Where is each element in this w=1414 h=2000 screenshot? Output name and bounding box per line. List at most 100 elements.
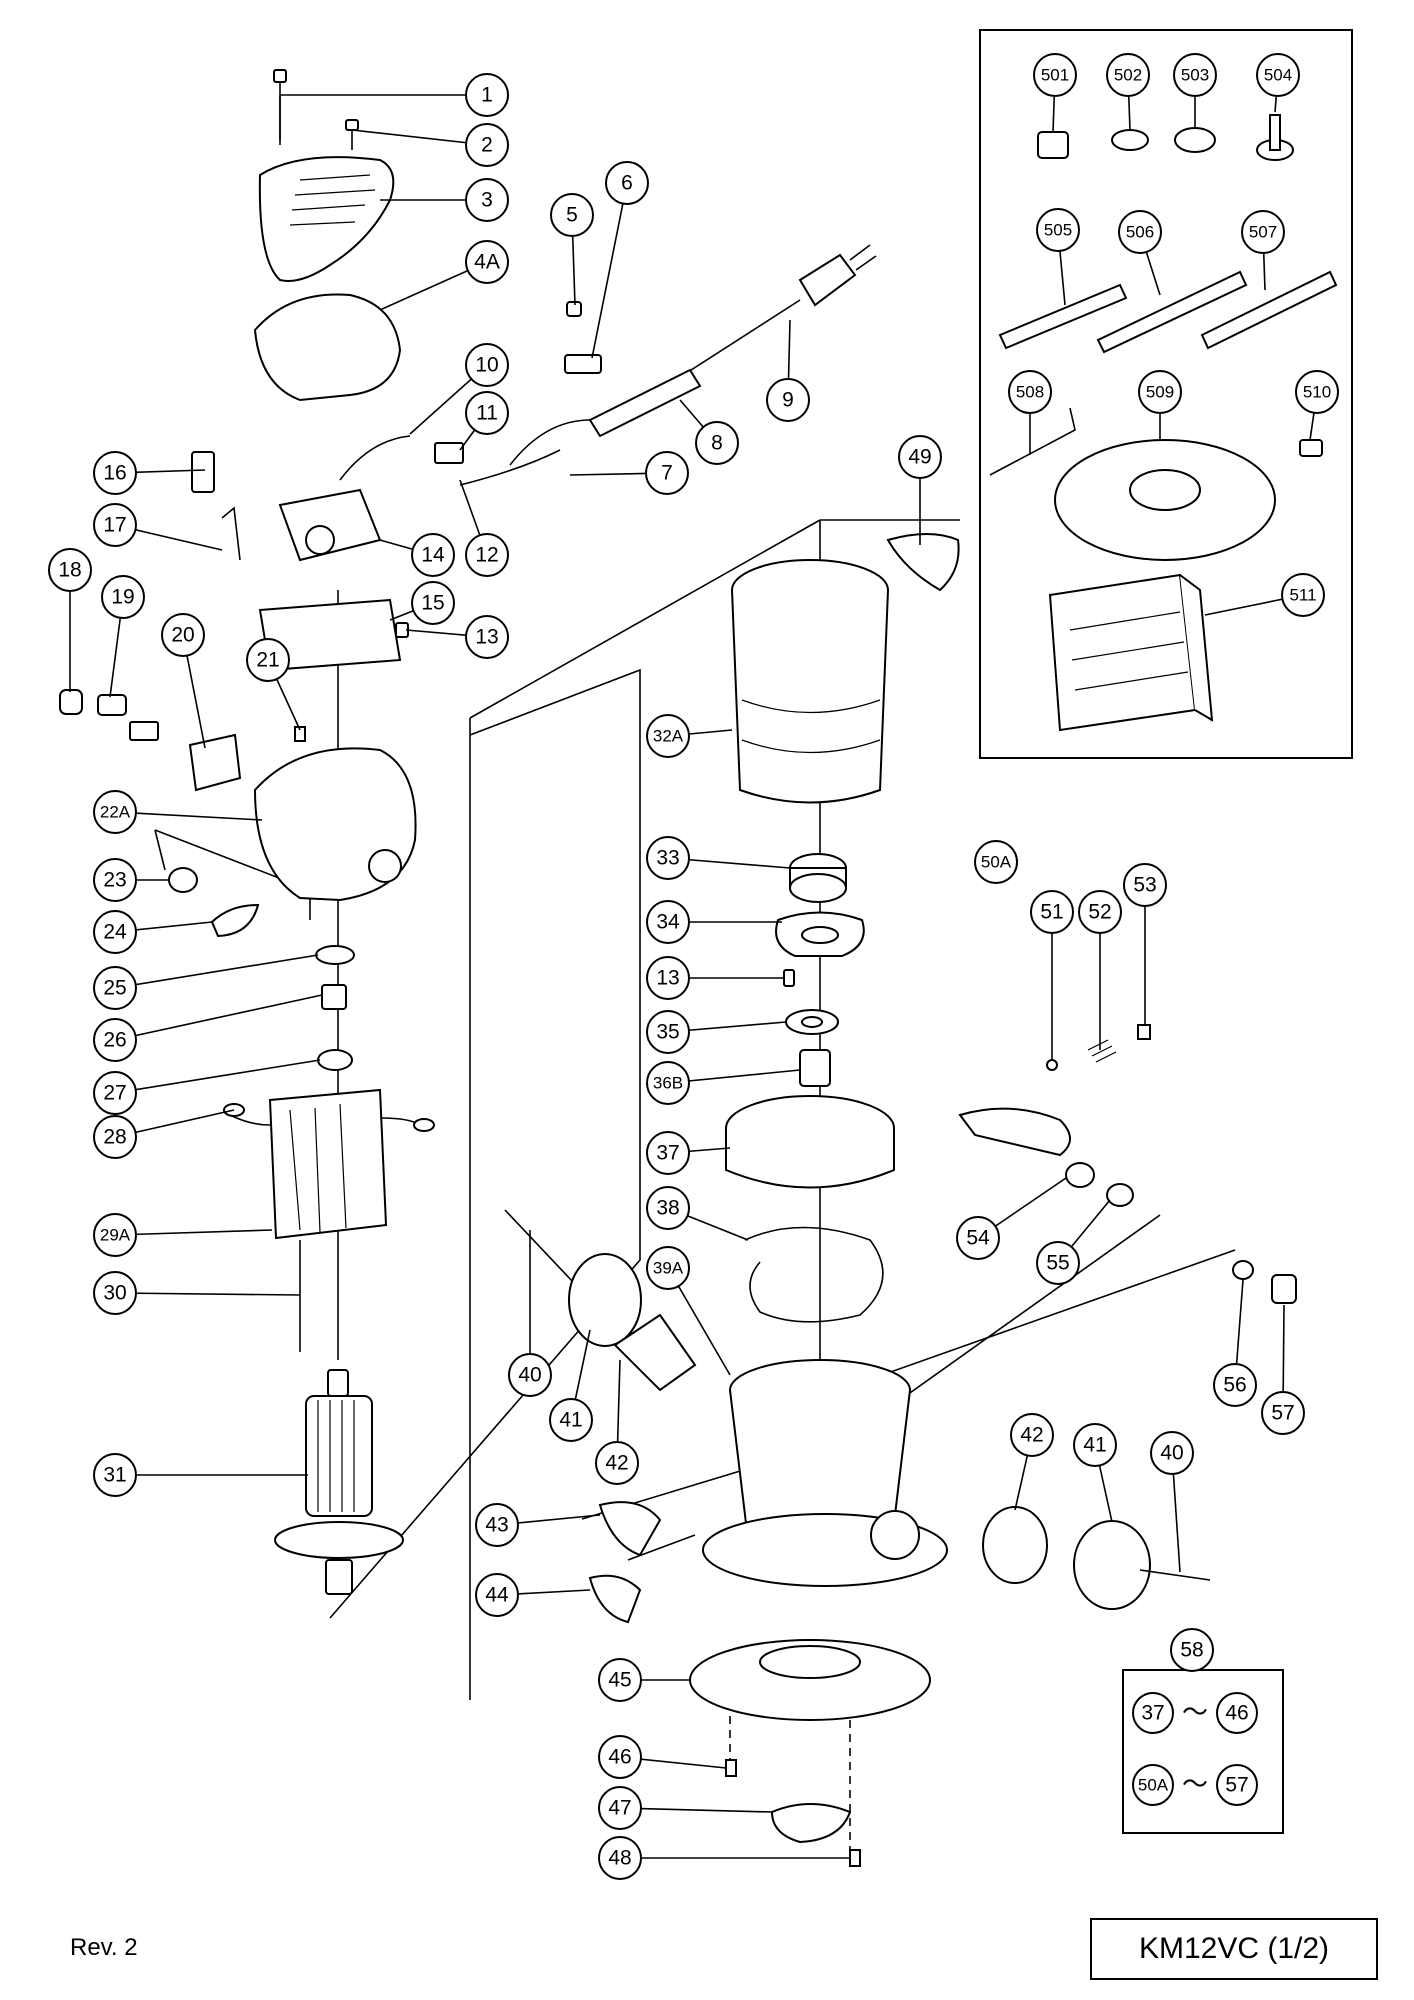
callout-55: 55 (1036, 1241, 1080, 1285)
callout-39a: 39A (646, 1246, 690, 1290)
svg-text:46: 46 (1225, 1702, 1248, 1725)
callout-32a: 32A (646, 714, 690, 758)
kit-row-1-to: 46 (1216, 1692, 1258, 1734)
nut-501 (1037, 131, 1069, 159)
callout-20: 20 (161, 613, 205, 657)
grip-43 (598, 1501, 662, 1557)
callout-47: 47 (598, 1786, 642, 1830)
callout-10: 10 (465, 343, 509, 387)
svg-text:41: 41 (1083, 1434, 1106, 1457)
brush-holder-19 (97, 694, 127, 716)
wrench-506 (1096, 270, 1248, 354)
knob-cover-42b (982, 1506, 1048, 1584)
callout-5: 5 (550, 193, 594, 237)
lever-50A (958, 1107, 1071, 1157)
wrench-507 (1200, 270, 1338, 350)
svg-text:9: 9 (782, 389, 794, 412)
svg-text:47: 47 (608, 1797, 631, 1820)
svg-text:502: 502 (1114, 66, 1142, 85)
svg-text:53: 53 (1133, 874, 1156, 897)
callout-14: 14 (411, 533, 455, 577)
ring-25 (315, 945, 355, 965)
callout-13: 13 (465, 615, 509, 659)
svg-text:50A: 50A (1138, 1776, 1169, 1795)
callout-7: 7 (645, 451, 689, 495)
callout-29a: 29A (93, 1213, 137, 1257)
svg-text:42: 42 (1020, 1424, 1043, 1447)
callout-509: 509 (1138, 370, 1182, 414)
svg-text:12: 12 (475, 544, 498, 567)
svg-text:38: 38 (656, 1197, 679, 1220)
bushing-26 (321, 984, 347, 1010)
ring-503 (1174, 127, 1216, 153)
screw-46 (725, 1759, 737, 1777)
callout-18: 18 (48, 548, 92, 592)
svg-text:18: 18 (58, 559, 81, 582)
knob-57 (1271, 1274, 1297, 1304)
svg-text:16: 16 (103, 462, 126, 485)
svg-text:510: 510 (1303, 383, 1331, 402)
svg-text:22A: 22A (100, 803, 131, 822)
callout-34: 34 (646, 900, 690, 944)
svg-text:2: 2 (481, 134, 493, 157)
callout-54: 54 (956, 1216, 1000, 1260)
callout-22a: 22A (93, 790, 137, 834)
callout-41: 41 (1073, 1423, 1117, 1467)
svg-text:41: 41 (559, 1409, 582, 1432)
svg-text:14: 14 (421, 544, 445, 567)
callout-50a: 50A (974, 840, 1018, 884)
label-24 (210, 903, 260, 938)
svg-text:501: 501 (1041, 66, 1069, 85)
callout-508: 508 (1008, 370, 1052, 414)
leader-line (114, 1229, 273, 1236)
lead-wire-17 (221, 506, 241, 561)
leader-line (114, 1059, 321, 1094)
kit-58-contents: 37 ～ 46 50A ～ 57 (1132, 1692, 1258, 1806)
svg-text:10: 10 (475, 354, 498, 377)
svg-text:36B: 36B (653, 1074, 683, 1093)
stator-29A (268, 1088, 388, 1240)
callout-36b: 36B (646, 1061, 690, 1105)
svg-text:1: 1 (481, 84, 493, 107)
spring-52 (1087, 1039, 1117, 1063)
svg-text:15: 15 (421, 592, 444, 615)
svg-text:20: 20 (171, 624, 194, 647)
switch-16 (191, 451, 215, 493)
svg-text:37: 37 (656, 1142, 679, 1165)
armature-31 (274, 1369, 404, 1595)
callout-4a: 4A (465, 240, 509, 284)
svg-text:24: 24 (103, 921, 127, 944)
callout-27: 27 (93, 1071, 137, 1115)
callout-505: 505 (1036, 208, 1080, 252)
callout-51: 51 (1030, 890, 1074, 934)
callout-48: 48 (598, 1836, 642, 1880)
svg-text:26: 26 (103, 1029, 126, 1052)
svg-text:40: 40 (1160, 1442, 1183, 1465)
leader-line (114, 811, 263, 821)
callout-52: 52 (1078, 890, 1122, 934)
svg-text:503: 503 (1181, 66, 1209, 85)
callout-25: 25 (93, 966, 137, 1010)
knob-20 (188, 733, 242, 792)
callout-12: 12 (465, 533, 509, 577)
svg-text:13: 13 (475, 626, 498, 649)
knob-54 (1065, 1162, 1095, 1188)
svg-text:31: 31 (103, 1464, 126, 1487)
callout-23: 23 (93, 858, 137, 902)
callout-42: 42 (1010, 1413, 1054, 1457)
callout-35: 35 (646, 1010, 690, 1054)
svg-text:33: 33 (656, 847, 679, 870)
svg-text:43: 43 (485, 1514, 508, 1537)
callout-17: 17 (93, 503, 137, 547)
svg-text:49: 49 (908, 446, 931, 469)
callout-43: 43 (475, 1503, 519, 1547)
wrench-505 (998, 283, 1128, 350)
callout-16: 16 (93, 451, 137, 495)
wire-10 (339, 435, 411, 481)
svg-text:57: 57 (1225, 1774, 1248, 1797)
svg-text:54: 54 (966, 1227, 990, 1250)
spring-38 (744, 1226, 884, 1323)
callout-24: 24 (93, 910, 137, 954)
callout-30: 30 (93, 1271, 137, 1315)
